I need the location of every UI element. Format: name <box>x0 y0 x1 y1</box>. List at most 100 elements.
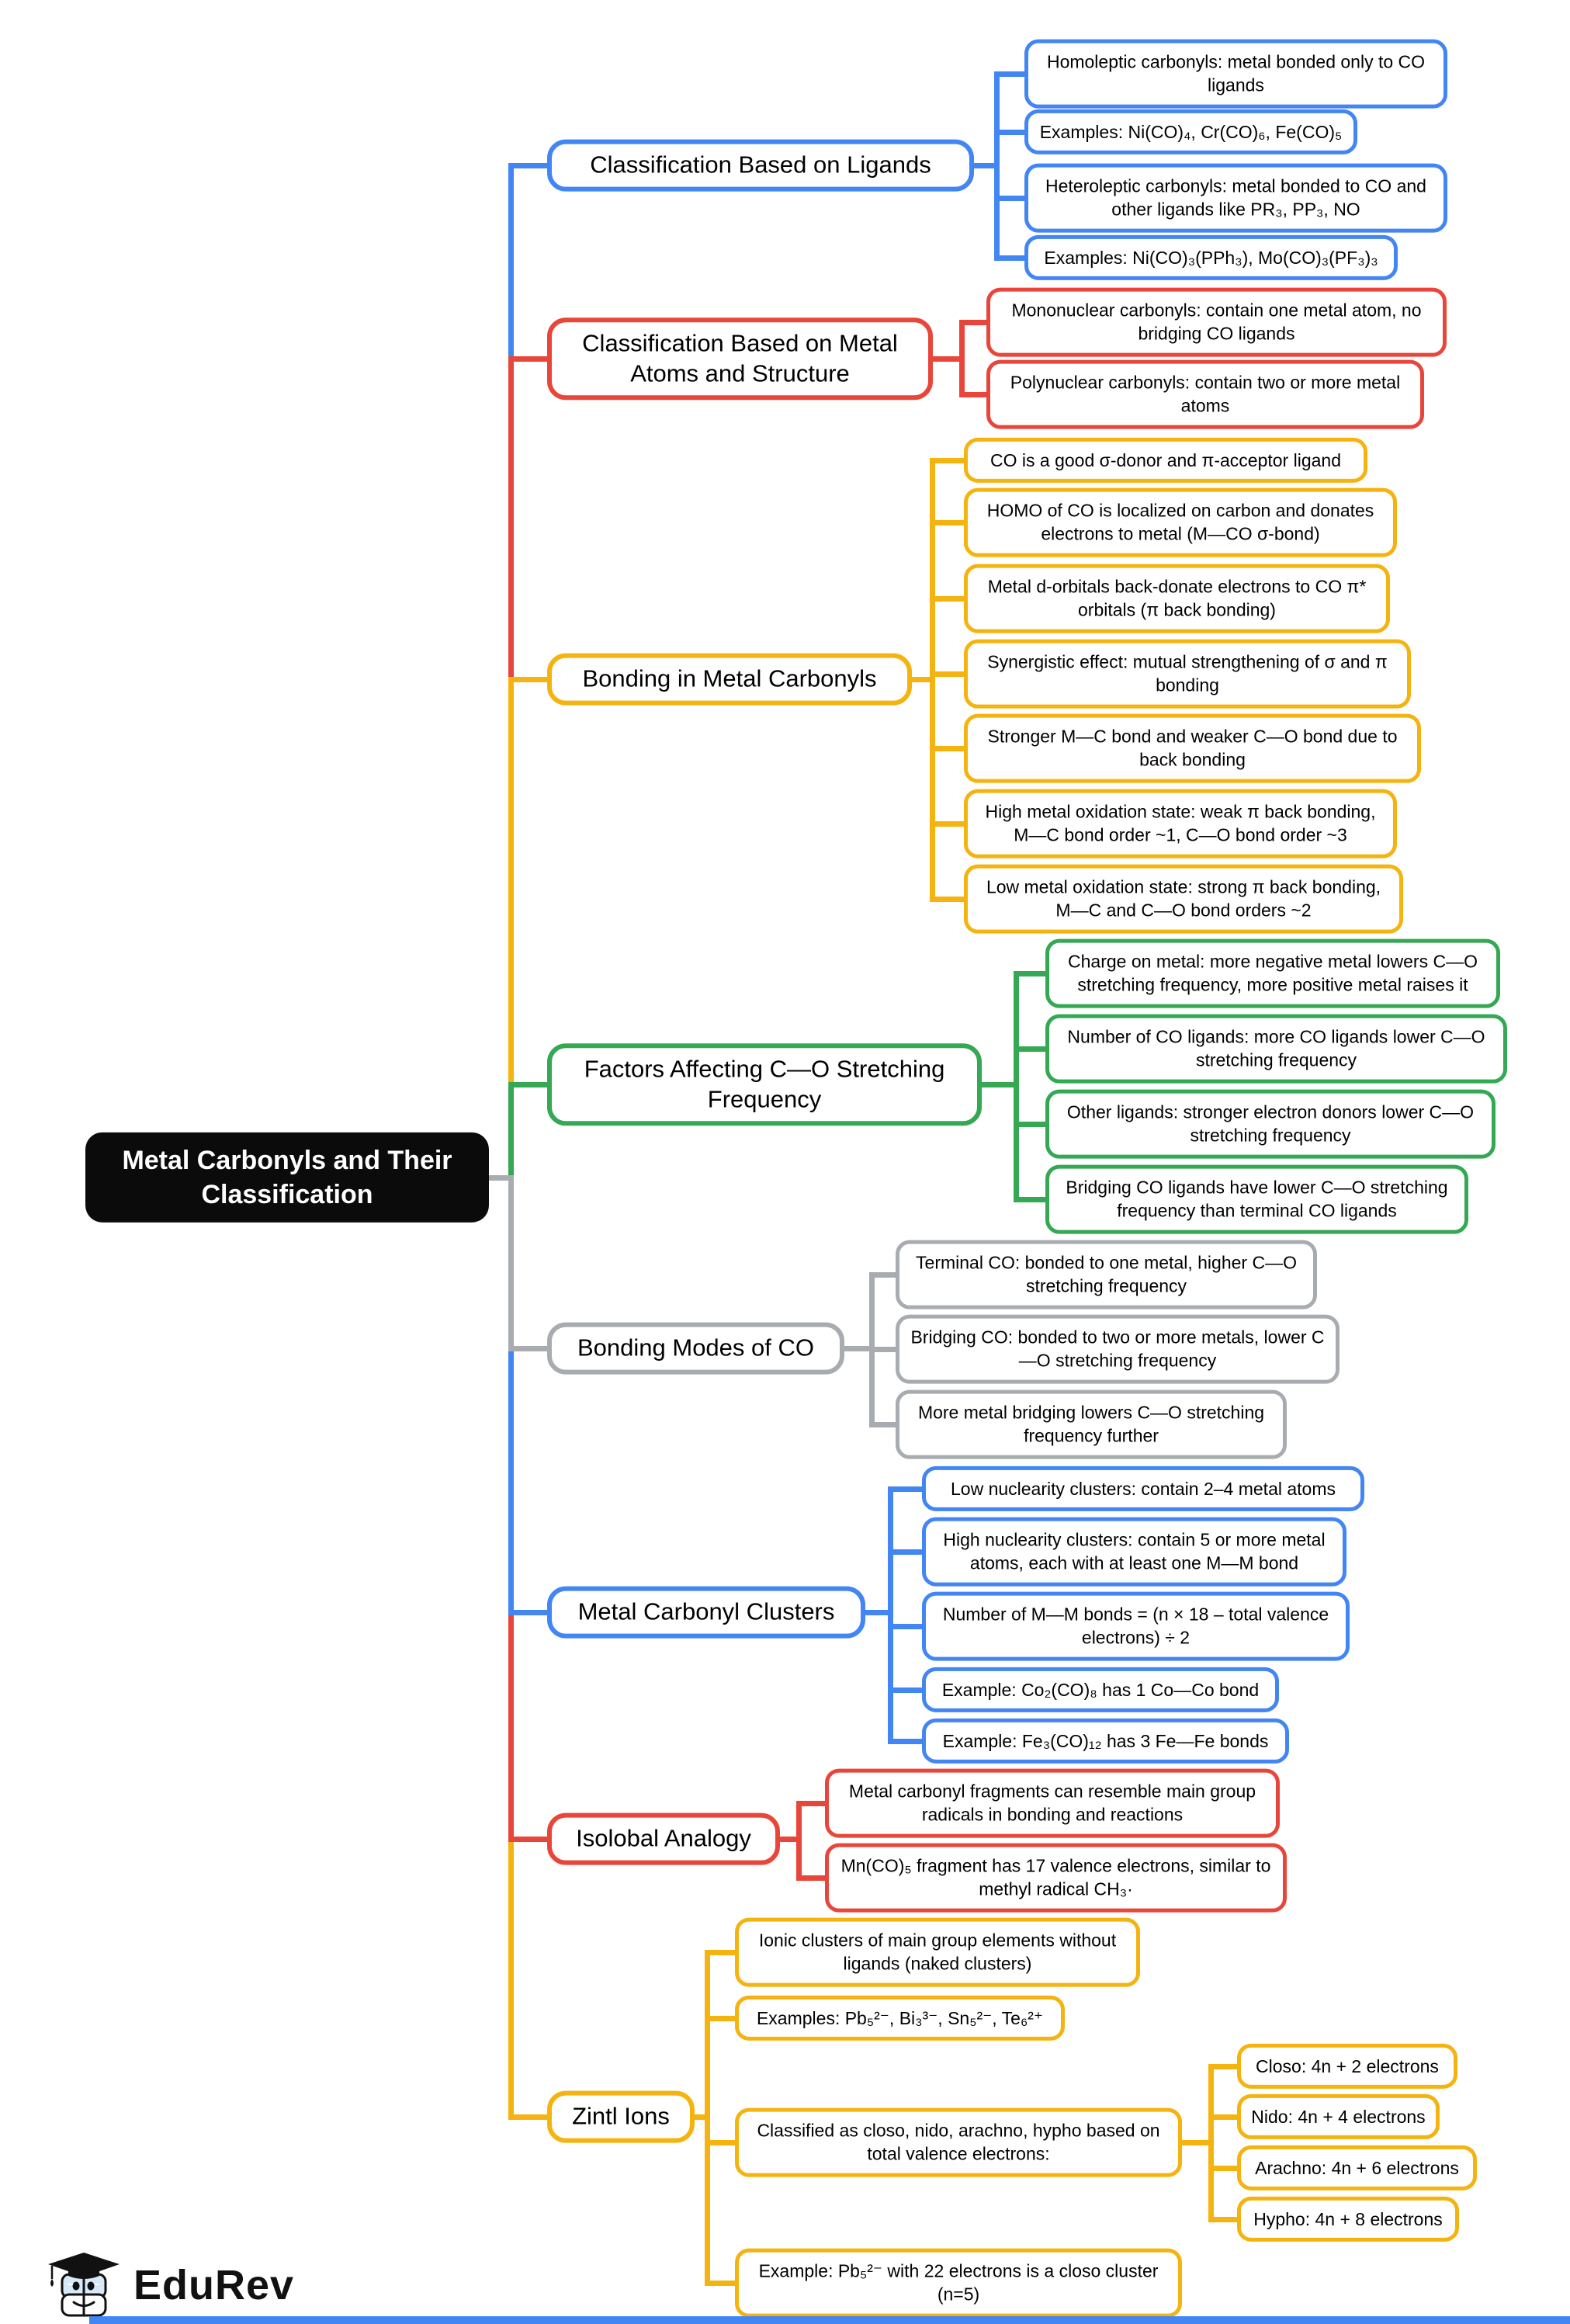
connector <box>888 1624 928 1629</box>
connector <box>869 1347 902 1352</box>
connector <box>994 196 1031 201</box>
connector <box>841 1346 875 1351</box>
leaf-node: Low nuclearity clusters: contain 2–4 met… <box>922 1466 1364 1512</box>
connector <box>888 1739 928 1744</box>
leaf-node: Classified as closo, nido, arachno, hyph… <box>735 2107 1182 2177</box>
connector <box>930 356 965 362</box>
connector <box>705 2140 741 2145</box>
connector <box>705 1950 741 1955</box>
section-node-bonding: Bonding in Metal Carbonyls <box>547 653 912 706</box>
connector <box>869 1272 902 1278</box>
leaf-node: High nuclearity clusters: contain 5 or m… <box>922 1517 1346 1587</box>
connector <box>979 1082 1019 1087</box>
leaf-node: Synergistic effect: mutual strengthening… <box>964 639 1411 709</box>
leaf-node: Homoleptic carbonyls: metal bonded only … <box>1024 39 1447 109</box>
section-node-ligands: Classification Based on Ligands <box>547 139 974 192</box>
section-node-metal-atoms: Classification Based on Metal Atoms and … <box>547 317 933 400</box>
section-node-clusters: Metal Carbonyl Clusters <box>547 1586 865 1639</box>
connector <box>705 2281 741 2286</box>
section-node-factors: Factors Affecting C—O Stretching Frequen… <box>547 1043 982 1126</box>
leaf-node: Bridging CO: bonded to two or more metal… <box>896 1314 1340 1384</box>
connector <box>508 1175 514 1351</box>
connector <box>930 596 970 602</box>
connector <box>705 1950 710 2285</box>
leaf-node: Examples: Ni(CO)₄, Cr(CO)₆, Fe(CO)₅ <box>1024 109 1357 155</box>
leaf-node: Heteroleptic carbonyls: metal bonded to … <box>1024 163 1447 233</box>
edurev-mascot-icon <box>48 2253 120 2317</box>
connector <box>508 1837 553 1842</box>
connector <box>508 1082 553 1087</box>
leaf-node: High metal oxidation state: weak π back … <box>964 789 1397 858</box>
connector <box>796 1875 831 1881</box>
connector <box>1208 2217 1242 2222</box>
connector <box>930 821 970 827</box>
connector <box>508 1082 514 1180</box>
connector <box>994 130 1031 135</box>
footer-bar <box>89 2316 1570 2324</box>
leaf-node: Examples: Ni(CO)₃(PPh₃), Mo(CO)₃(PF₃)₃ <box>1024 234 1398 281</box>
leaf-node: Arachno: 4n + 6 electrons <box>1237 2145 1477 2191</box>
leaf-node: Terminal CO: bonded to one metal, higher… <box>896 1240 1317 1309</box>
leaf-node: Example: Pb₅²⁻ with 22 electrons is a cl… <box>735 2248 1182 2318</box>
connector <box>1014 1046 1052 1052</box>
connector <box>930 746 970 751</box>
leaf-node: HOMO of CO is localized on carbon and do… <box>964 487 1397 557</box>
connector <box>508 677 553 682</box>
leaf-node: Other ligands: stronger electron donors … <box>1045 1089 1495 1159</box>
leaf-node: CO is a good σ-donor and π-acceptor liga… <box>964 437 1367 484</box>
connector <box>930 520 970 526</box>
connector <box>705 2016 741 2021</box>
connector <box>862 1610 893 1615</box>
connector <box>994 71 1031 77</box>
connector <box>888 1549 928 1555</box>
leaf-node: Low metal oxidation state: strong π back… <box>964 864 1403 934</box>
leaf-node: Polynuclear carbonyls: contain two or mo… <box>986 359 1424 429</box>
connector <box>930 897 970 902</box>
connector <box>930 458 970 463</box>
connector <box>508 1346 514 1615</box>
connector <box>930 671 970 677</box>
connector <box>796 1801 802 1880</box>
connector <box>1179 2140 1214 2145</box>
leaf-node: Examples: Pb₅²⁻, Bi₃³⁻, Sn₅²⁻, Te₆²⁺ <box>735 1995 1065 2041</box>
connector <box>478 1175 514 1181</box>
connector <box>508 356 514 682</box>
section-node-isolobal: Isolobal Analogy <box>547 1812 780 1865</box>
connector <box>508 2114 553 2120</box>
leaf-node: Charge on metal: more negative metal low… <box>1045 938 1500 1008</box>
connector <box>508 1610 553 1615</box>
connector <box>691 2114 710 2120</box>
leaf-node: More metal bridging lowers C—O stretchin… <box>896 1389 1287 1459</box>
connector <box>869 1422 902 1427</box>
connector <box>909 677 935 682</box>
connector <box>508 163 553 168</box>
connector <box>1208 2166 1242 2171</box>
leaf-node: Mononuclear carbonyls: contain one metal… <box>986 287 1447 357</box>
connector <box>959 320 993 325</box>
connector <box>888 1688 928 1693</box>
leaf-node: Bridging CO ligands have lower C—O stret… <box>1045 1164 1468 1234</box>
connector <box>1014 1122 1052 1127</box>
connector <box>508 677 514 1087</box>
leaf-node: Ionic clusters of main group elements wi… <box>735 1917 1140 1987</box>
connector <box>1014 971 1019 1202</box>
connector <box>1014 971 1052 976</box>
connector <box>961 163 1000 168</box>
leaf-node: Stronger M—C bond and weaker C—O bond du… <box>964 713 1421 783</box>
connector <box>888 1486 928 1492</box>
leaf-node: Nido: 4n + 4 electrons <box>1237 2093 1440 2140</box>
connector <box>796 1801 831 1806</box>
connector <box>777 1837 802 1842</box>
leaf-node: Closo: 4n + 2 electrons <box>1237 2043 1457 2090</box>
connector <box>930 458 935 901</box>
connector <box>1208 2064 1242 2069</box>
connector <box>508 1346 553 1351</box>
edurev-logo: EduRev <box>45 2251 294 2319</box>
edurev-logo-text: EduRev <box>133 2262 295 2308</box>
root-node: Metal Carbonyls and Their Classification <box>85 1132 489 1223</box>
connector <box>508 1837 514 2119</box>
leaf-node: Metal d-orbitals back-donate electrons t… <box>964 564 1390 633</box>
section-node-zintl: Zintl Ions <box>547 2090 695 2143</box>
connector <box>508 1610 514 1841</box>
